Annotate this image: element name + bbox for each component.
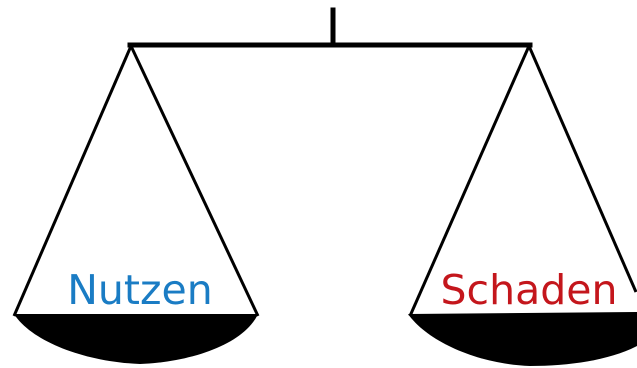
left-pan-strings	[12, 45, 260, 317]
right-pan-strings	[408, 45, 637, 317]
right-pan-label: Schaden	[441, 266, 618, 314]
left-pan-bowl	[14, 314, 258, 364]
right-pan-bowl	[408, 312, 637, 366]
left-pan-label: Nutzen	[67, 266, 212, 314]
